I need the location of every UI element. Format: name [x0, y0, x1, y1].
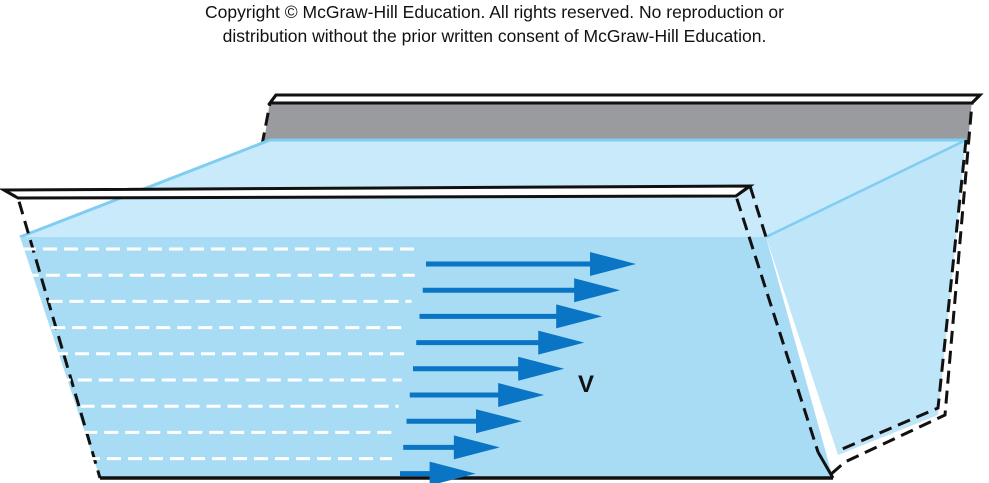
channel-side-surface-line	[765, 138, 967, 239]
velocity-arrow-head	[453, 435, 500, 460]
streamlines	[22, 247, 418, 461]
back-wall-top-strip	[267, 93, 984, 105]
back-wall-grey-band	[264, 100, 972, 143]
velocity-arrow	[403, 435, 500, 460]
velocity-profile-arrows	[400, 252, 636, 483]
velocity-arrow	[413, 356, 565, 381]
velocity-arrow-head	[518, 356, 565, 381]
front-wall-right-inner-dashed-edge	[748, 185, 768, 238]
channel-inner-right-dashed-edge	[839, 139, 968, 452]
velocity-arrow-head	[590, 252, 636, 276]
channel-outer-right-dashed-edge	[829, 93, 982, 477]
velocity-label: V	[578, 371, 594, 398]
back-wall	[260, 93, 984, 146]
velocity-arrow	[426, 252, 636, 276]
velocity-arrow-head	[429, 461, 476, 483]
back-wall-left-dashed-edge	[260, 94, 278, 146]
velocity-arrow	[406, 409, 522, 434]
copyright-notice: Copyright © McGraw-Hill Education. All r…	[0, 0, 989, 48]
water-body	[20, 237, 833, 478]
velocity-arrow	[409, 383, 545, 407]
copyright-line-1: Copyright © McGraw-Hill Education. All r…	[205, 2, 784, 22]
velocity-arrow-head	[556, 304, 603, 329]
channel-side-face	[766, 140, 966, 455]
channel-bottom-right-edge	[816, 451, 835, 479]
front-wall-right-dashed-edge	[734, 184, 820, 453]
velocity-arrow	[416, 330, 585, 355]
front-wall-top-strip	[0, 184, 755, 200]
velocity-arrow-head	[498, 383, 545, 407]
velocity-arrow-head	[476, 409, 522, 434]
velocity-arrow	[422, 278, 621, 303]
front-wall-left-dashed-edge	[3, 188, 102, 479]
velocity-arrow	[419, 304, 603, 329]
copyright-line-2: distribution without the prior written c…	[222, 26, 767, 46]
velocity-arrow-head	[538, 330, 585, 355]
velocity-arrow-head	[574, 278, 621, 303]
velocity-arrow	[400, 461, 476, 483]
